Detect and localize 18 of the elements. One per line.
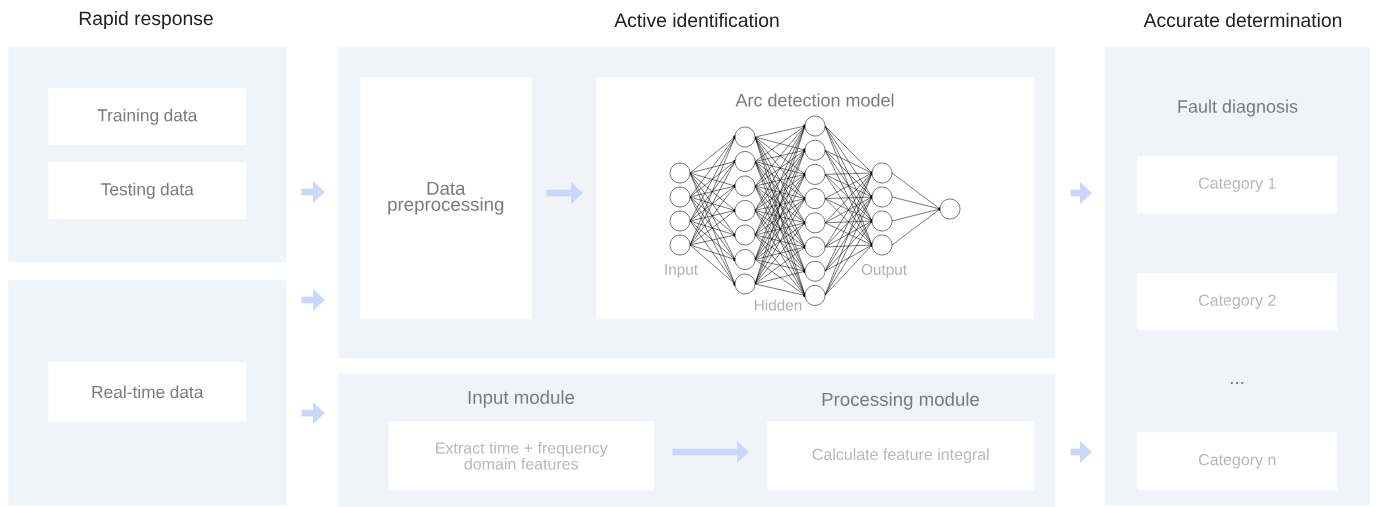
text-box: Testing data <box>48 162 247 220</box>
text-box: Data preprocessing <box>360 77 532 320</box>
layer-label: Hidden <box>754 299 802 311</box>
text-box: Processing module Calculate feature integral <box>767 392 1035 491</box>
layer-label: Input <box>665 264 698 278</box>
column-heading: Accurate determination <box>1143 12 1342 28</box>
text-box: Input module Extract time + frequency domain features <box>388 390 655 491</box>
node-label: Processing module <box>822 392 980 410</box>
column-heading: Rapid response <box>79 11 213 29</box>
text-box: Category 1 <box>1137 156 1338 214</box>
text-box: Category 2 <box>1137 273 1338 331</box>
ellipsis: ... <box>1230 382 1244 384</box>
text-box: Category n <box>1137 432 1338 491</box>
layer-label: Output <box>861 264 907 278</box>
text-box: Real-time data <box>48 362 247 422</box>
text-box: Training data <box>48 88 247 146</box>
column-heading: Active identification <box>614 12 779 28</box>
node-label: Input module <box>468 390 575 408</box>
